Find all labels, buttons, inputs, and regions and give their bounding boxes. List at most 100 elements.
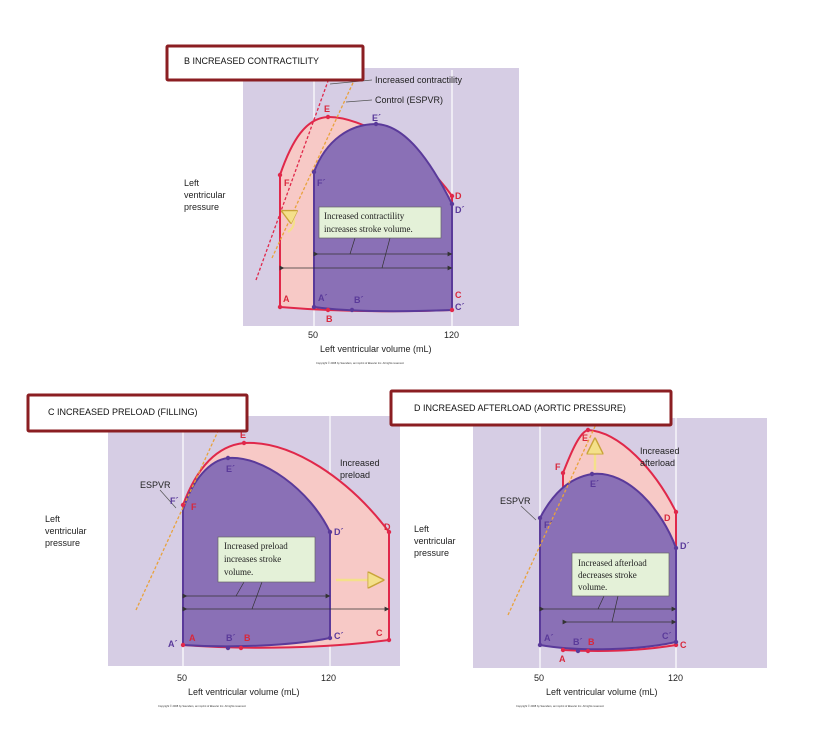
- panel-d-note-line-3: volume.: [578, 582, 607, 592]
- panel-d-label-b-prime: B´: [573, 637, 583, 647]
- panel-c-note-line-1: Increased preload: [224, 541, 288, 551]
- panel-b-callout-increased: Increased contractility: [375, 75, 463, 85]
- panel-c-point-b: [238, 645, 244, 651]
- panel-d-label-e: E: [582, 433, 588, 443]
- panel-b-ylabel-1: Left: [184, 178, 200, 188]
- panel-d-note-line-1: Increased afterload: [578, 558, 647, 568]
- panel-c-espvr-label: ESPVR: [140, 480, 171, 490]
- panel-c-increased-line-2: preload: [340, 470, 370, 480]
- panel-d-label-c-prime: C´: [662, 631, 672, 641]
- panel-d-point-e: [585, 427, 591, 433]
- panel-c-point-f: [180, 502, 186, 508]
- panel-c-point-e: [241, 440, 247, 446]
- panel-b-callout-control: Control (ESPVR): [375, 95, 443, 105]
- panel-b-label-c-prime: C´: [455, 302, 465, 312]
- panel-c-title: C INCREASED PRELOAD (FILLING): [48, 407, 198, 417]
- panel-d-point-b: [585, 648, 591, 654]
- panel-d-label-a: A: [559, 654, 566, 664]
- panel-b-point-e: [325, 114, 331, 120]
- panel-d-point-a-prime: [537, 642, 543, 648]
- panel-c-ylabel-2: ventricular: [45, 526, 87, 536]
- panel-d: ESPVR Increased afterload Increased afte…: [389, 389, 767, 708]
- panel-d-label-d-prime: D´: [680, 541, 690, 551]
- panel-d-point-f: [560, 470, 566, 476]
- panel-d-ylabel-2: ventricular: [414, 536, 456, 546]
- panel-b-label-d-prime: D´: [455, 205, 465, 215]
- panel-c-point-c: [386, 637, 392, 643]
- panel-c: ESPVR Increased preload Increased preloa…: [26, 393, 400, 708]
- panel-d-note-pointer-2: [611, 595, 619, 623]
- panel-b-note-line-1: Increased contractility: [324, 211, 405, 221]
- panel-c-label-a-prime: A´: [168, 639, 178, 649]
- panel-b-tick-120: 120: [444, 330, 459, 340]
- panel-d-ylabel-3: pressure: [414, 548, 449, 558]
- panel-d-label-f: F: [555, 462, 561, 472]
- panel-b-label-a-prime: A´: [318, 293, 328, 303]
- panel-c-increased-line-1: Increased: [340, 458, 380, 468]
- panel-d-xlabel: Left ventricular volume (mL): [546, 687, 658, 697]
- panel-b-callout-line-1: [329, 79, 373, 85]
- panel-b-label-e-prime: E´: [372, 113, 381, 123]
- panel-d-increased-line-2: afterload: [640, 458, 675, 468]
- panel-c-note-line-2: increases stroke: [224, 554, 281, 564]
- panel-b-xlabel: Left ventricular volume (mL): [320, 344, 432, 354]
- panel-b-label-e: E: [324, 104, 330, 114]
- panel-c-xlabel: Left ventricular volume (mL): [188, 687, 300, 697]
- panel-d-label-d: D: [664, 513, 671, 523]
- panel-b-point-d: [449, 193, 455, 199]
- panel-b-label-b-prime: B´: [354, 295, 364, 305]
- panel-d-espvr-label: ESPVR: [500, 496, 531, 506]
- panel-d-note-line-2: decreases stroke: [578, 570, 637, 580]
- panel-c-label-f: F: [191, 502, 197, 512]
- panel-b-point-a: [277, 304, 283, 310]
- panel-d-title-box: [389, 389, 673, 427]
- panel-d-label-b: B: [588, 637, 595, 647]
- panel-d-label-e-prime: E´: [590, 479, 599, 489]
- panel-c-tick-120: 120: [321, 673, 336, 683]
- panel-d-label-c: C: [680, 640, 687, 650]
- panel-b-point-d-prime: [449, 201, 455, 207]
- panel-d-point-f-prime: [537, 515, 543, 521]
- panel-b-ylabel-2: ventricular: [184, 190, 226, 200]
- panel-b-point-b: [325, 307, 331, 313]
- panel-c-note-box: [217, 536, 316, 583]
- panel-c-label-c: C: [376, 628, 383, 638]
- panel-c-label-e-prime: E´: [226, 464, 235, 474]
- panel-c-espvr-line: [135, 417, 225, 611]
- panel-b-point-f-prime: [311, 169, 317, 175]
- panel-d-note-box: [571, 552, 670, 597]
- panel-d-point-e-prime: [589, 471, 595, 477]
- panel-c-note-line-3: volume.: [224, 567, 253, 577]
- panel-b-tick-50: 50: [308, 330, 318, 340]
- panel-d-point-c-prime: [673, 639, 679, 645]
- panel-c-note-pointer-2: [251, 581, 263, 610]
- panel-c-espvr-callout-line: [159, 489, 177, 509]
- panel-d-espvr-line: [507, 419, 599, 616]
- panel-b-note-line-2: increases stroke volume.: [324, 224, 413, 234]
- panel-c-label-d-prime: D´: [334, 527, 344, 537]
- panel-c-label-b-prime: B´: [226, 633, 236, 643]
- panel-c-label-d: D: [384, 522, 391, 532]
- panel-b-title: B INCREASED CONTRACTILITY: [184, 56, 319, 66]
- panel-c-label-b: B: [244, 633, 251, 643]
- panel-b-copyright: Copyright © 2008 by Saunders, an imprint…: [316, 361, 404, 365]
- panel-b-label-c: C: [455, 290, 462, 300]
- panel-c-point-d: [386, 529, 392, 535]
- panel-c-point-c-prime: [327, 635, 333, 641]
- panel-b-note-pointer-1: [349, 237, 356, 255]
- panel-d-tick-50: 50: [534, 673, 544, 683]
- panel-c-ylabel-3: pressure: [45, 538, 80, 548]
- panel-c-label-f-prime: F´: [170, 496, 179, 506]
- panel-c-title-box: [26, 393, 249, 433]
- panel-d-title: D INCREASED AFTERLOAD (AORTIC PRESSURE): [414, 403, 626, 413]
- panel-b-point-b-prime: [349, 307, 355, 313]
- panel-d-label-a-prime: A´: [544, 633, 554, 643]
- panel-b-label-a: A: [283, 294, 290, 304]
- panel-b-point-a-prime: [311, 304, 317, 310]
- panel-d-point-d: [673, 509, 679, 515]
- panel-d-espvr-callout-line: [520, 505, 537, 521]
- panel-b-ylabel-3: pressure: [184, 202, 219, 212]
- panel-b-label-d: D: [455, 191, 462, 201]
- panel-c-copyright: Copyright © 2008 by Saunders, an imprint…: [158, 704, 246, 708]
- panel-b-label-f-prime: F´: [317, 178, 326, 188]
